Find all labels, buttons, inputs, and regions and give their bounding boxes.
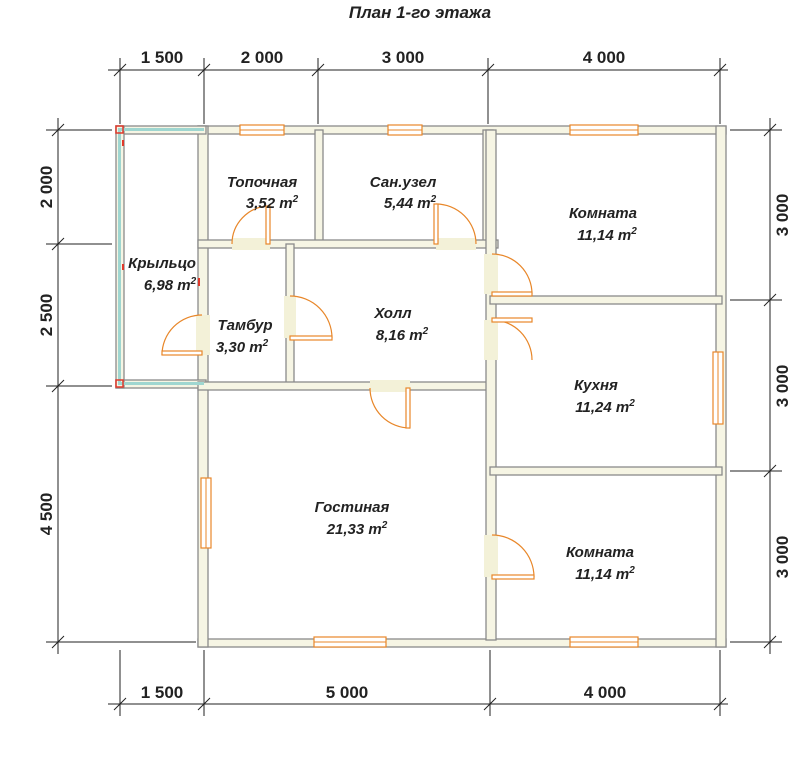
dim-left-3: 4 500	[37, 493, 56, 536]
room-labels: Топочная 3,52 m2 Сан.узел 5,44 m2 Комнат…	[128, 174, 637, 583]
dim-left-2: 2 500	[37, 294, 56, 337]
dim-top-2: 2 000	[241, 48, 284, 67]
room-name-komnata-2: Комната	[566, 544, 634, 561]
room-area-tambur: 3,30 m2	[216, 338, 269, 356]
room-name-kryltso: Крыльцо	[128, 255, 196, 272]
dimension-labels: 1 500 2 000 3 000 4 000 1 500 5 000 4 00…	[37, 48, 792, 702]
dim-top-3: 3 000	[382, 48, 425, 67]
doors	[161, 203, 535, 580]
room-area-topochnaya: 3,52 m2	[246, 194, 299, 212]
room-name-kuhnya: Кухня	[574, 377, 618, 394]
plan-title: План 1-го этажа	[349, 3, 491, 22]
room-area-komnata-1: 11,14 m2	[577, 226, 637, 244]
room-name-holl: Холл	[373, 305, 412, 322]
door-openings	[196, 238, 498, 577]
room-area-komnata-2: 11,14 m2	[575, 565, 635, 583]
room-area-sanuzel: 5,44 m2	[384, 194, 437, 212]
room-name-komnata-1: Комната	[569, 205, 637, 222]
windows	[200, 124, 724, 648]
dim-right-1: 3 000	[773, 194, 792, 237]
dim-left-1: 2 000	[37, 166, 56, 209]
room-name-gostinaya: Гостиная	[315, 499, 390, 516]
room-area-kuhnya: 11,24 m2	[575, 398, 635, 416]
dim-right-3: 3 000	[773, 536, 792, 579]
room-name-sanuzel: Сан.узел	[370, 174, 437, 191]
dim-bottom-3: 4 000	[584, 683, 627, 702]
dimension-lines	[46, 58, 782, 716]
dim-right-2: 3 000	[773, 365, 792, 408]
dim-bottom-1: 1 500	[141, 683, 184, 702]
dim-top-1: 1 500	[141, 48, 184, 67]
room-name-topochnaya: Топочная	[227, 174, 297, 191]
porch-railing	[115, 125, 204, 388]
dim-bottom-2: 5 000	[326, 683, 369, 702]
room-area-holl: 8,16 m2	[376, 326, 429, 344]
room-area-kryltso: 6,98 m2	[144, 276, 197, 294]
room-name-tambur: Тамбур	[217, 317, 272, 334]
room-area-gostinaya: 21,33 m2	[326, 520, 388, 538]
dim-top-4: 4 000	[583, 48, 626, 67]
